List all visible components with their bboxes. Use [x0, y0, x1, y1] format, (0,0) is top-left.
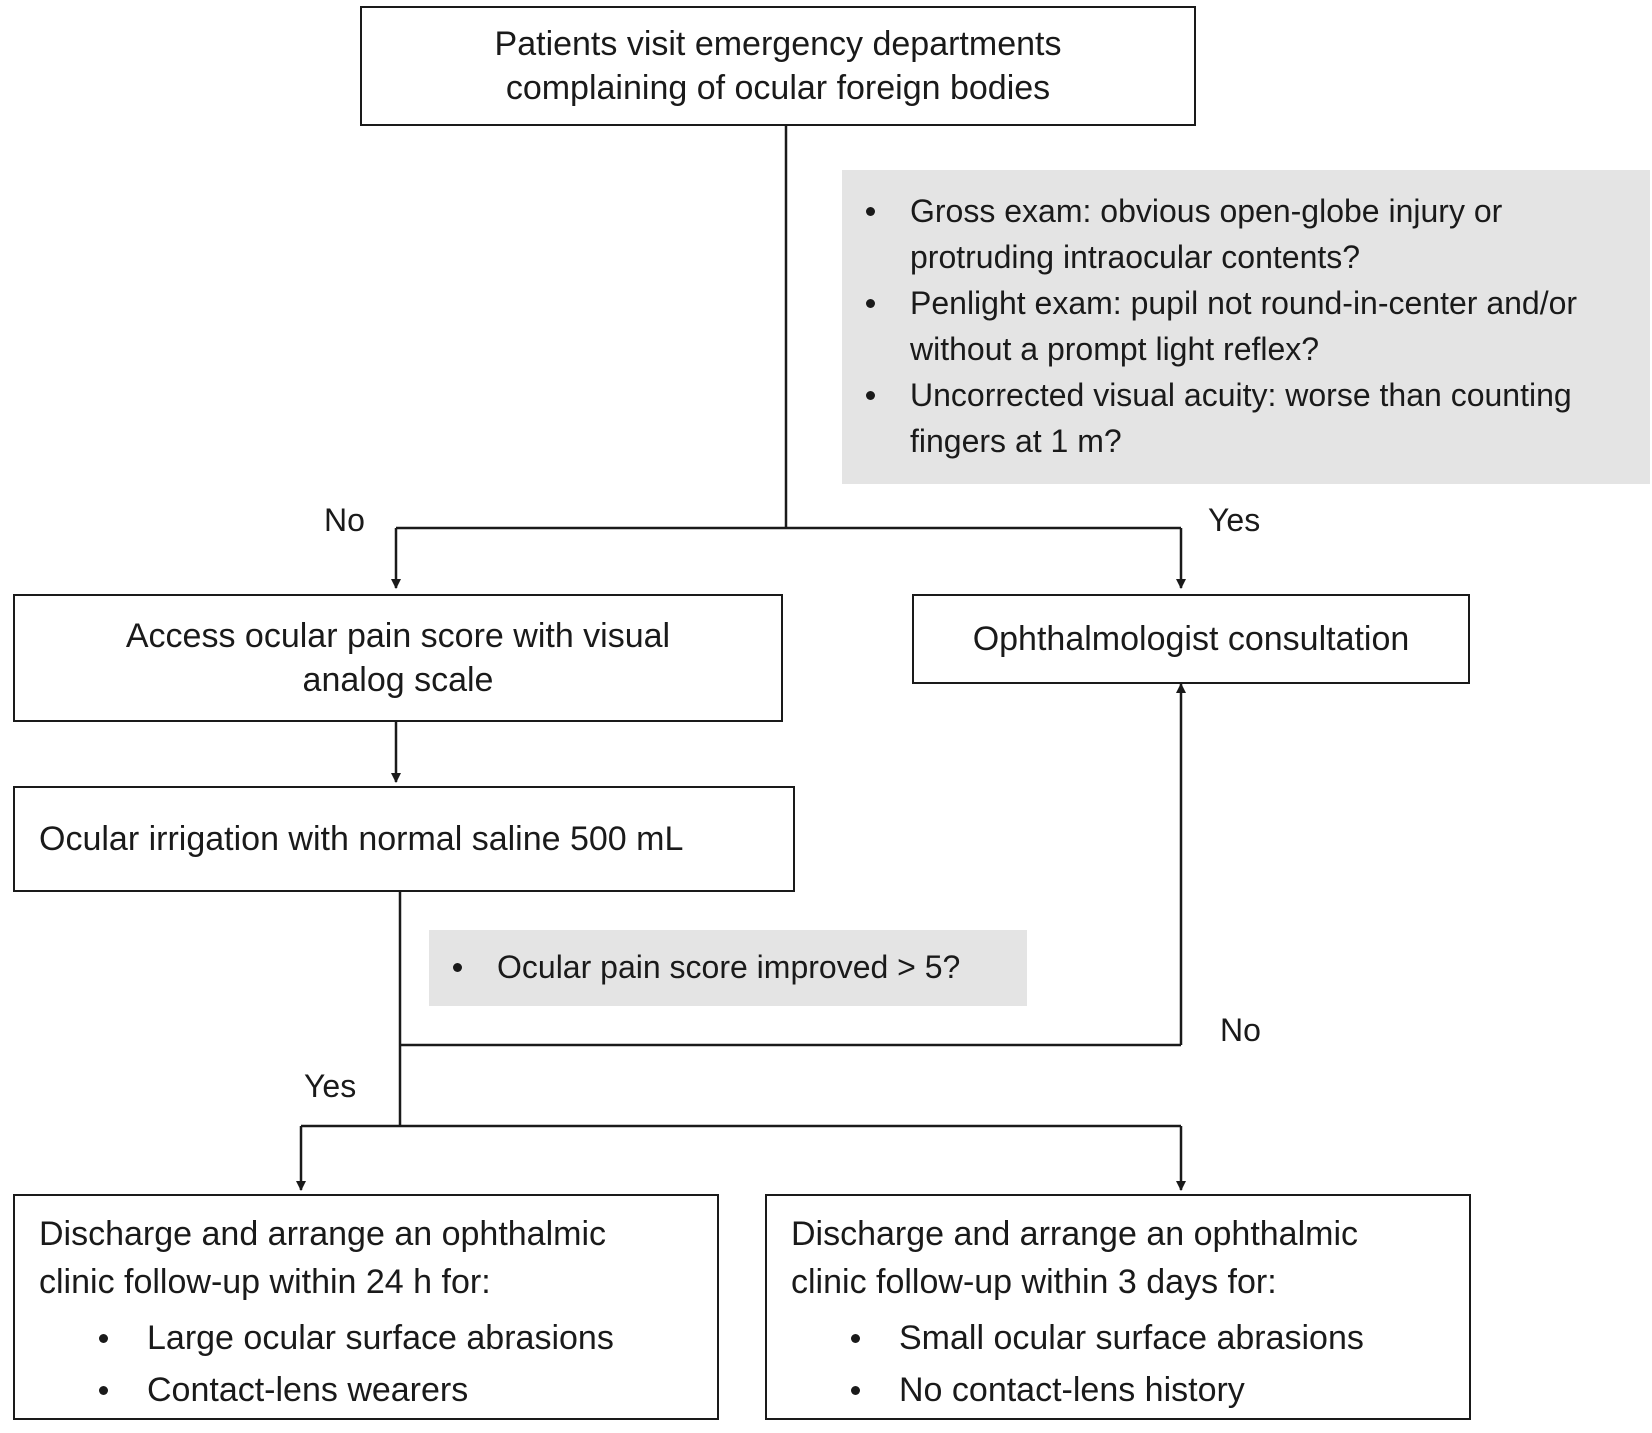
bullet-icon: [453, 963, 462, 972]
branch-1-no-label: No: [324, 502, 365, 538]
outcome-24h-line-2: clinic follow-up within 24 h for:: [39, 1263, 491, 1301]
pain-assessment-line-2: analog scale: [302, 661, 494, 699]
outcome-24h-line-1: Discharge and arrange an ophthalmic: [39, 1215, 607, 1253]
irrigation-box: Ocular irrigation with normal saline 500…: [13, 786, 795, 892]
start-line-2: complaining of ocular foreign bodies: [505, 69, 1051, 107]
bullet-icon: [866, 299, 875, 308]
bullet-icon: [851, 1334, 860, 1343]
outcome-item: Contact-lens wearers: [39, 1364, 717, 1416]
bullet-icon: [866, 391, 875, 400]
pain-improvement-panel: Ocular pain score improved > 5?: [429, 930, 1027, 1006]
outcome-item: No contact-lens history: [791, 1364, 1469, 1416]
outcome-3d-line-2: clinic follow-up within 3 days for:: [791, 1263, 1277, 1301]
criteria-item-line: Penlight exam: pupil not round-in-center: [910, 285, 1478, 321]
criteria-item-line: fingers at 1 m?: [910, 423, 1122, 459]
outcome-item-label: Contact-lens wearers: [147, 1371, 469, 1409]
outcome-item-label: Small ocular surface abrasions: [899, 1319, 1364, 1357]
screening-criteria-panel: Gross exam: obvious open-globe injury or…: [842, 170, 1650, 484]
bullet-icon: [851, 1386, 860, 1395]
criteria-item: Gross exam: obvious open-globe injury or…: [842, 188, 1650, 280]
criteria-item: Uncorrected visual acuity: worse than co…: [842, 372, 1650, 464]
bullet-icon: [866, 207, 875, 216]
outcome-3d-line-1: Discharge and arrange an ophthalmic: [791, 1215, 1359, 1253]
criteria-item-line: Uncorrected visual acuity: worse than co…: [910, 377, 1572, 413]
consultation-label: Ophthalmologist consultation: [972, 620, 1410, 658]
outcome-item: Large ocular surface abrasions: [39, 1312, 717, 1364]
branch-2-yes-label: Yes: [304, 1068, 357, 1104]
outcome-24h-box: Discharge and arrange an ophthalmic clin…: [13, 1194, 719, 1420]
criteria-item-line: and/or without a prompt light reflex?: [910, 285, 1578, 367]
outcome-3d-box: Discharge and arrange an ophthalmic clin…: [765, 1194, 1471, 1420]
bullet-icon: [99, 1334, 108, 1343]
bullet-icon: [99, 1386, 108, 1395]
criteria-item-line: protruding intraocular contents?: [910, 239, 1361, 275]
pain-assessment-box: Access ocular pain score with visual ana…: [13, 594, 783, 722]
criteria-item: Ocular pain score improved > 5?: [429, 944, 1027, 990]
criteria-item-line: Gross exam: obvious open-globe injury or: [910, 193, 1503, 229]
branch-2-no-label: No: [1220, 1012, 1261, 1048]
outcome-item-label: Large ocular surface abrasions: [147, 1319, 614, 1357]
consultation-box: Ophthalmologist consultation: [912, 594, 1470, 684]
start-box: Patients visit emergency departments com…: [360, 6, 1196, 126]
criteria-item-line: Ocular pain score improved > 5?: [497, 949, 961, 985]
branch-1-yes-label: Yes: [1208, 502, 1261, 538]
outcome-item-label: No contact-lens history: [899, 1371, 1245, 1409]
outcome-item: Small ocular surface abrasions: [791, 1312, 1469, 1364]
criteria-item: Penlight exam: pupil not round-in-center…: [842, 280, 1650, 372]
start-line-1: Patients visit emergency departments: [494, 25, 1062, 63]
irrigation-label: Ocular irrigation with normal saline 500…: [39, 820, 684, 858]
pain-assessment-line-1: Access ocular pain score with visual: [125, 617, 671, 655]
